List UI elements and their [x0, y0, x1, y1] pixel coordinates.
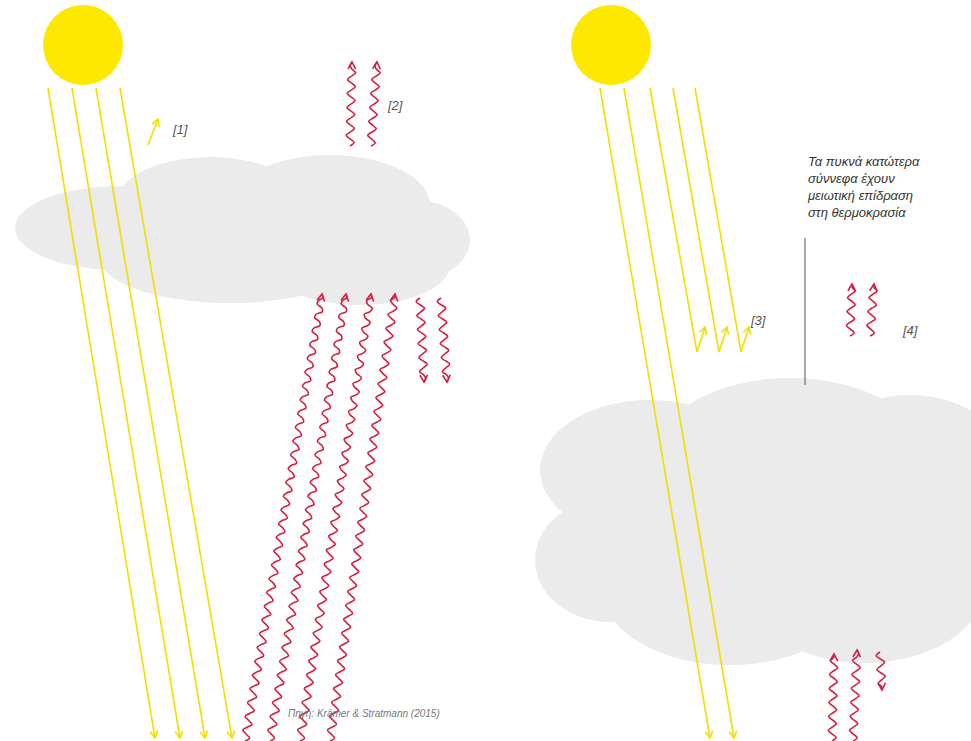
infrared-wave [846, 284, 855, 336]
arrow-head [699, 327, 706, 335]
solar-ray [673, 88, 719, 352]
rays [48, 62, 885, 741]
infrared-wave [346, 62, 355, 146]
arrow-head [227, 730, 235, 738]
arrow-head [366, 294, 374, 302]
arrow-head [175, 730, 183, 738]
sun [571, 5, 651, 85]
arrow-head [317, 294, 325, 302]
source-note: Πηγή: Krämer & Stratmann (2015) [288, 707, 440, 720]
solar-ray [96, 88, 205, 738]
arrow-head [200, 730, 208, 738]
solar-ray [650, 88, 697, 352]
arrow-head [721, 327, 728, 335]
arrow-head [729, 730, 737, 738]
arrow-head [705, 730, 713, 738]
callout-number: [2] [388, 98, 402, 114]
arrow-head [341, 294, 349, 302]
high-thin-cloud [15, 155, 470, 305]
sun [43, 5, 123, 85]
arrow-head [830, 654, 838, 661]
solar-ray [600, 88, 710, 738]
infrared-wave [328, 294, 397, 741]
arrow-head [743, 327, 750, 335]
callout-number: [4] [903, 323, 917, 339]
solar-ray [624, 88, 734, 738]
infrared-wave [437, 298, 449, 382]
arrow-head [390, 294, 398, 302]
arrow-head [348, 62, 356, 69]
solar-ray [48, 88, 155, 738]
note: Τα πυκνά κατώτερα σύννεφα έχουν μειωτική… [808, 153, 936, 221]
arrow-head [420, 375, 428, 382]
callout-number: [1] [173, 122, 187, 138]
arrow-head [870, 284, 878, 291]
infrared-wave [849, 650, 860, 741]
solar-ray [695, 88, 741, 352]
infrared-wave [368, 62, 380, 146]
arrow-head [443, 375, 451, 382]
low-dense-cloud [535, 378, 971, 665]
callout-number: [3] [751, 313, 765, 329]
infrared-wave [416, 298, 427, 382]
arrow-head [152, 119, 159, 127]
solar-ray [120, 88, 232, 738]
clouds [15, 155, 971, 665]
infrared-wave [298, 294, 373, 741]
arrow-head [878, 683, 886, 690]
arrow-head [853, 650, 861, 657]
arrow-head [150, 730, 158, 738]
infrared-wave [876, 652, 885, 690]
arrow-head [373, 62, 381, 69]
solar-ray [72, 88, 180, 738]
arrow-head [848, 284, 856, 291]
infrared-wave [867, 284, 877, 336]
leader-line [805, 238, 806, 385]
infrared-wave [828, 654, 837, 741]
infrared-wave [243, 294, 323, 741]
